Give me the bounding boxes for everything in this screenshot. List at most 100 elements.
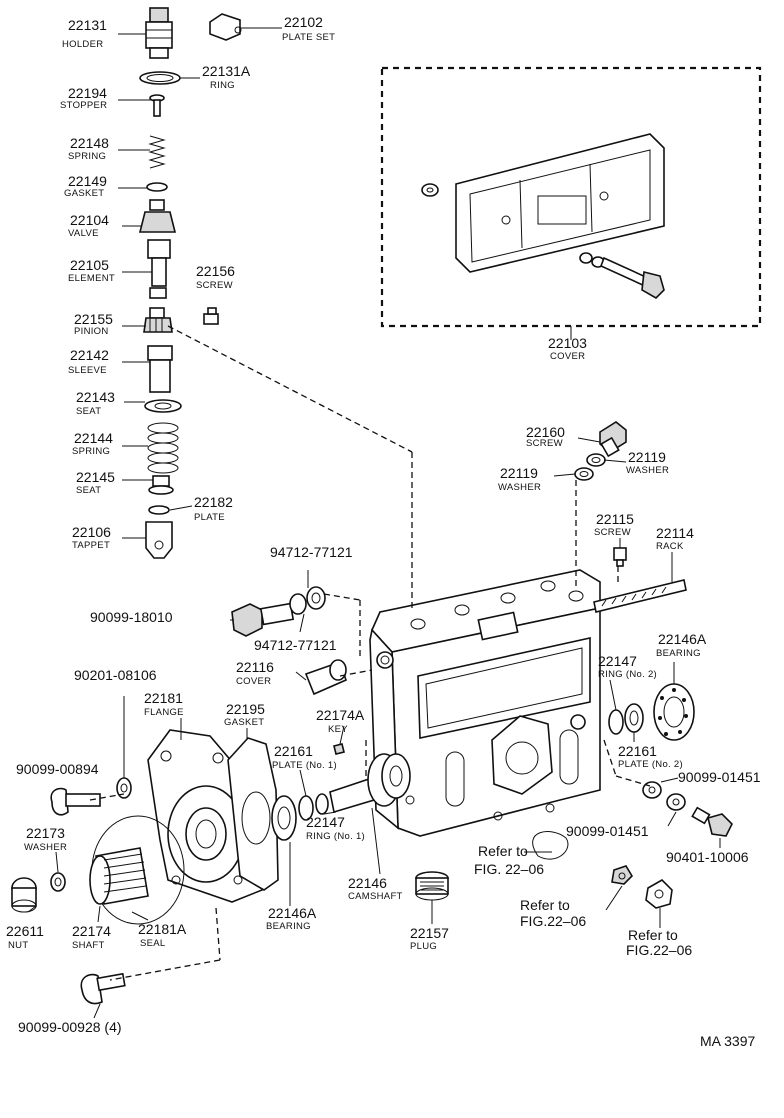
label-22119a-num: 22119	[628, 449, 666, 465]
bearing-left-drawing	[271, 795, 297, 841]
label-22195-name: GASKET	[224, 717, 264, 728]
label-22148-name: SPRING	[68, 151, 106, 162]
label-22174-num: 22174	[72, 923, 111, 939]
washer-01451-b-drawing	[666, 793, 686, 811]
label-22156-num: 22156	[196, 263, 235, 279]
label-22131-num: 22131	[68, 17, 107, 33]
refer-a-line2: FIG. 22–06	[474, 861, 544, 877]
pinion-part	[143, 307, 173, 333]
bearing-right-drawing	[653, 683, 695, 741]
washer-22173-drawing	[50, 872, 66, 892]
link-loop-drawing	[532, 831, 569, 860]
bolt-labels: 90099-18010 94712-77121 94712-77121 9020…	[16, 544, 761, 1035]
label-22156-name: SCREW	[196, 280, 233, 291]
label-22611-name: NUT	[8, 940, 28, 951]
washer-upper-drawing	[586, 453, 606, 467]
label-22143-name: SEAT	[76, 406, 101, 417]
label-22115-num: 22115	[596, 511, 634, 527]
label-22106-num: 22106	[72, 524, 111, 540]
label-22194-num: 22194	[68, 85, 107, 101]
leader-lines	[27, 27, 721, 1019]
label-22116-num: 22116	[236, 659, 274, 675]
plate-no2-drawing	[624, 703, 644, 733]
label-22181A-name: SEAL	[140, 938, 166, 949]
label-22157-name: PLUG	[410, 941, 437, 952]
label-22157-num: 22157	[410, 925, 449, 941]
label-22155-num: 22155	[74, 311, 113, 327]
washer-lower-drawing	[574, 467, 594, 481]
label-22131A-num: 22131A	[202, 63, 251, 79]
label-22115-name: SCREW	[594, 527, 631, 538]
nut-ref-b-drawing	[645, 879, 673, 909]
seat-upper-part	[144, 399, 182, 413]
refer-b-line1: Refer to	[520, 897, 570, 913]
label-22105-name: ELEMENT	[68, 273, 115, 284]
label-bolt-01451-a: 90099-01451	[678, 769, 761, 785]
label-22119a-name: WASHER	[626, 465, 669, 476]
label-22181-num: 22181	[144, 690, 183, 706]
label-22148-num: 22148	[70, 135, 109, 151]
label-22174A-name: KEY	[328, 724, 348, 735]
label-bolt-94712-a: 94712-77121	[270, 544, 353, 560]
label-22142-name: SLEEVE	[68, 365, 107, 376]
tappet-part	[145, 521, 173, 559]
label-bolt-01451-b: 90099-01451	[566, 823, 649, 839]
nut-22611-drawing	[11, 877, 37, 913]
label-bolt-94712-b: 94712-77121	[254, 637, 337, 653]
plunger-stack-drawing	[138, 7, 182, 559]
bolt-18010-drawing	[231, 602, 295, 637]
key-drawing	[333, 743, 345, 755]
label-22105-num: 22105	[70, 257, 109, 273]
label-22103-name: COVER	[550, 351, 585, 362]
bolt-00894-drawing	[50, 787, 101, 816]
bolt-00928-drawing	[80, 972, 126, 1005]
sleeve-part	[147, 345, 173, 393]
pump-housing-drawing	[369, 569, 601, 837]
label-22147-right-num: 22147	[598, 653, 637, 669]
label-22146-name: CAMSHAFT	[348, 891, 403, 902]
label-22145-name: SEAT	[76, 485, 101, 496]
screw-22156-drawing	[203, 307, 219, 325]
refer-c-line1: Refer to	[628, 927, 678, 943]
ring-no2-drawing	[608, 709, 624, 735]
label-22142-num: 22142	[70, 347, 109, 363]
label-22149-num: 22149	[68, 173, 107, 189]
label-22102-num: 22102	[284, 14, 323, 30]
label-22146A-right-num: 22146A	[658, 631, 707, 647]
label-22131-name: HOLDER	[62, 39, 103, 50]
label-22114-name: RACK	[656, 541, 684, 552]
label-22106-name: TAPPET	[72, 540, 110, 551]
ring-no1-drawing	[315, 793, 329, 815]
gasket-94712-b-drawing	[306, 586, 326, 610]
label-22173-num: 22173	[26, 825, 65, 841]
label-22146A-right-name: BEARING	[656, 648, 701, 659]
part-labels: 22131 HOLDER 22102 PLATE SET 22131A RING…	[6, 14, 707, 952]
label-22145-num: 22145	[76, 469, 115, 485]
label-22149-name: GASKET	[64, 188, 104, 199]
dashed-alignment-lines	[89, 325, 651, 981]
refer-c-line2: FIG.22–06	[626, 942, 692, 958]
label-22195-num: 22195	[226, 701, 265, 717]
plug-drawing	[415, 871, 449, 901]
label-22119b-name: WASHER	[498, 482, 541, 493]
gasket-94712-a-drawing	[289, 593, 307, 615]
label-22146A-left-name: BEARING	[266, 921, 311, 932]
ring-part	[139, 71, 181, 85]
label-22131A-name: RING	[210, 80, 235, 91]
label-22155-name: PINION	[74, 326, 109, 337]
refer-b-line2: FIG.22–06	[520, 913, 586, 929]
label-22144-name: SPRING	[72, 446, 110, 457]
label-22181-name: FLANGE	[144, 707, 184, 718]
screw-22115-drawing	[613, 547, 627, 567]
label-22103-num: 22103	[548, 335, 587, 351]
label-bolt-08106: 90201-08106	[74, 667, 157, 683]
plate-part	[148, 505, 170, 515]
label-22146A-left-num: 22146A	[268, 905, 317, 921]
camshaft-drawing	[329, 753, 411, 814]
label-22161-left-num: 22161	[274, 743, 313, 759]
washer-01451-a-drawing	[642, 781, 662, 799]
label-22144-num: 22144	[74, 430, 113, 446]
label-22161-right-num: 22161	[618, 743, 657, 759]
shaft-drawing	[89, 847, 149, 905]
